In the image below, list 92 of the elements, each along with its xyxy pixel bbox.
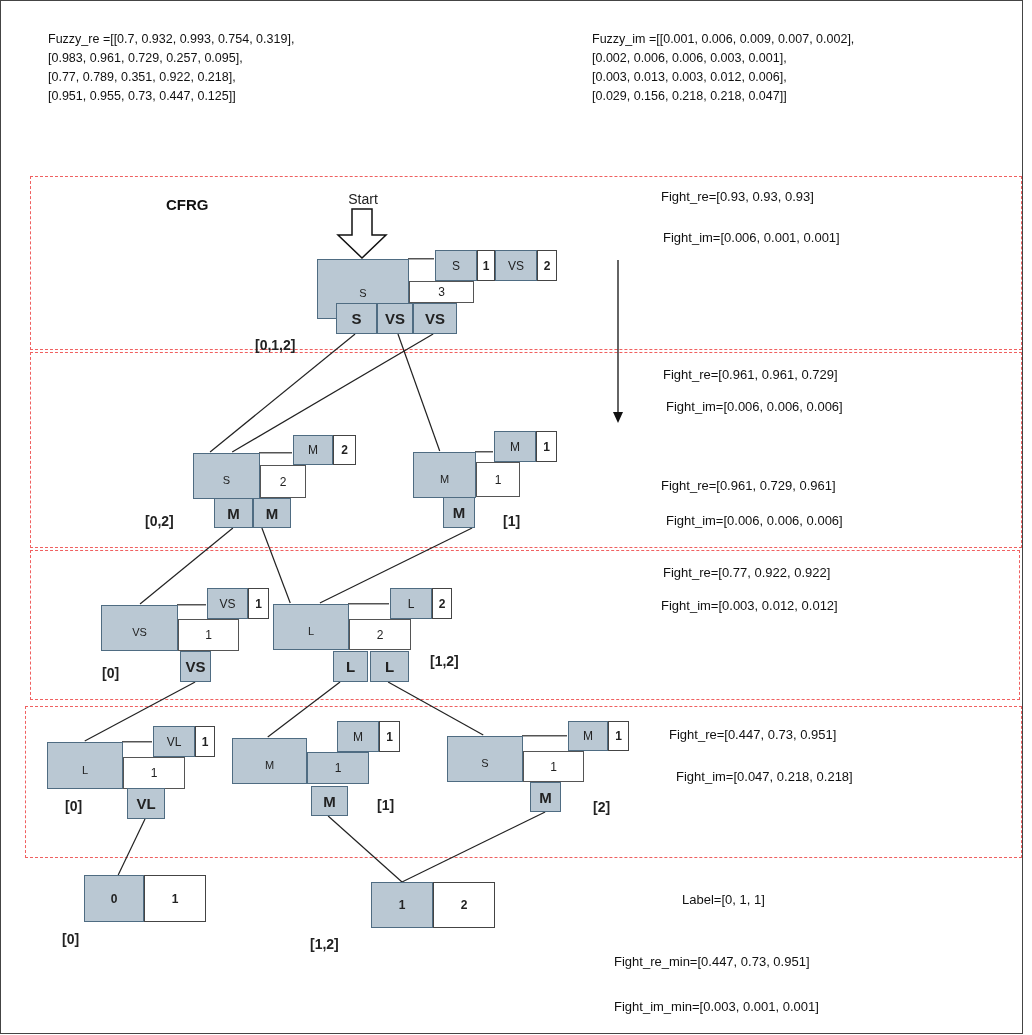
fight-value-text: Fight_re=[0.447, 0.73, 0.951]	[669, 727, 837, 742]
fight-value-text: Fight_im=[0.006, 0.001, 0.001]	[663, 230, 840, 245]
rule-count-box: 2	[333, 435, 356, 465]
child-term-box: L	[333, 651, 368, 682]
fuzzy-term-box: L	[273, 604, 349, 650]
child-term-box: L	[370, 651, 409, 682]
index-label: [0,2]	[145, 512, 174, 531]
connector-line	[327, 815, 403, 883]
label-count-box: 1	[144, 875, 206, 922]
fight-value-text: Fight_im=[0.003, 0.012, 0.012]	[661, 598, 838, 613]
rule-count-box: 1	[379, 721, 400, 752]
rule-count-box: 1	[477, 250, 495, 281]
fuzzy-term-box: M	[232, 738, 307, 784]
connector-line	[267, 681, 341, 738]
label-box: 1	[371, 882, 433, 928]
fight-value-text: Fight_im=[0.006, 0.006, 0.006]	[666, 513, 843, 528]
index-label: [1,2]	[310, 935, 339, 954]
index-label: [1]	[377, 796, 395, 815]
connector-line	[261, 527, 291, 604]
connector-line	[209, 333, 356, 453]
child-term-box: VS	[377, 303, 413, 334]
child-term-box: M	[311, 786, 348, 816]
count-box: 1	[178, 619, 239, 651]
connector-line	[319, 527, 473, 604]
fight-value-text: Fight_im=[0.047, 0.218, 0.218]	[676, 769, 853, 784]
index-label: [0]	[62, 930, 80, 949]
dashed-group-frame	[25, 706, 1022, 858]
connector-line	[387, 681, 484, 736]
index-label: [2]	[593, 798, 611, 817]
rule-term-box: S	[435, 250, 477, 281]
child-term-box: M	[443, 497, 475, 528]
result-text: Fight_re_min=[0.447, 0.73, 0.951]	[614, 953, 810, 971]
dashed-group-frame	[30, 352, 1022, 548]
dashed-group-frame	[30, 550, 1020, 700]
child-term-box: M	[214, 498, 253, 528]
rule-term-box: VS	[495, 250, 537, 281]
child-term-box: VS	[180, 651, 211, 682]
matrix-text: Fuzzy_re =[[0.7, 0.932, 0.993, 0.754, 0.319], [0.983, 0.961, 0.729, 0.257, 0.095], [0.77, 0.789, 0.351, 0.922, 0.218], [0.951, 0.955, 0.73, 0.447, 0.125]]	[48, 31, 295, 105]
child-term-box: VL	[127, 788, 165, 819]
fuzzy-term-box: VS	[101, 605, 178, 651]
connector-line	[231, 333, 434, 453]
connector-line	[397, 333, 441, 452]
child-term-box: M	[530, 782, 561, 812]
count-box: 1	[523, 751, 584, 782]
count-box: 3	[409, 281, 474, 303]
child-term-box: S	[336, 303, 377, 334]
rule-term-box: M	[494, 431, 536, 462]
rule-count-box: 1	[608, 721, 629, 751]
label-box: 0	[84, 875, 144, 922]
index-label: [0]	[65, 797, 83, 816]
index-label: [1,2]	[430, 652, 459, 671]
group-title: CFRG	[166, 196, 209, 213]
fuzzy-term-box: M	[413, 452, 476, 498]
fight-value-text: Fight_re=[0.93, 0.93, 0.93]	[661, 189, 814, 204]
count-box: 1	[307, 752, 369, 784]
connector-line	[117, 818, 146, 876]
rule-term-box: M	[337, 721, 379, 752]
rule-count-box: 2	[432, 588, 452, 619]
fight-value-text: Fight_re=[0.77, 0.922, 0.922]	[663, 565, 831, 580]
rule-count-box: 1	[536, 431, 557, 462]
rule-count-box: 2	[537, 250, 557, 281]
count-box: 2	[349, 619, 411, 650]
index-label: [0,1,2]	[255, 336, 296, 355]
connector-line	[139, 527, 234, 605]
start-label: Start	[339, 189, 387, 209]
label-count-box: 2	[433, 882, 495, 928]
fight-value-text: Fight_re=[0.961, 0.961, 0.729]	[663, 367, 838, 382]
fuzzy-term-box: S	[193, 453, 260, 499]
rule-term-box: VL	[153, 726, 195, 757]
fight-value-text: Fight_re=[0.961, 0.729, 0.961]	[661, 478, 836, 493]
count-box: 1	[476, 462, 520, 497]
fuzzy-term-box: L	[47, 742, 123, 789]
block-arrow	[336, 208, 388, 260]
count-box: 1	[123, 757, 185, 789]
connector-line	[84, 681, 196, 742]
matrix-text: Fuzzy_im =[[0.001, 0.006, 0.009, 0.007, 0.002], [0.002, 0.006, 0.006, 0.003, 0.001], [0.003, 0.013, 0.003, 0.012, 0.006], [0.029, 0.156, 0.218, 0.218, 0.047]]	[592, 31, 855, 105]
index-label: [1]	[503, 512, 521, 531]
result-text: Label=[0, 1, 1]	[682, 891, 765, 909]
result-text: Fight_im_min=[0.003, 0.001, 0.001]	[614, 998, 819, 1016]
fight-value-text: Fight_im=[0.006, 0.006, 0.006]	[666, 399, 843, 414]
child-term-box: VS	[413, 303, 457, 334]
rule-count-box: 1	[248, 588, 269, 619]
rule-term-box: M	[568, 721, 608, 751]
rule-term-box: VS	[207, 588, 248, 619]
rule-term-box: L	[390, 588, 432, 619]
rule-term-box: M	[293, 435, 333, 465]
rule-count-box: 1	[195, 726, 215, 757]
count-box: 2	[260, 465, 306, 498]
connector-line	[401, 811, 546, 883]
child-term-box: M	[253, 498, 291, 528]
index-label: [0]	[102, 664, 120, 683]
fuzzy-term-box: S	[447, 736, 523, 782]
